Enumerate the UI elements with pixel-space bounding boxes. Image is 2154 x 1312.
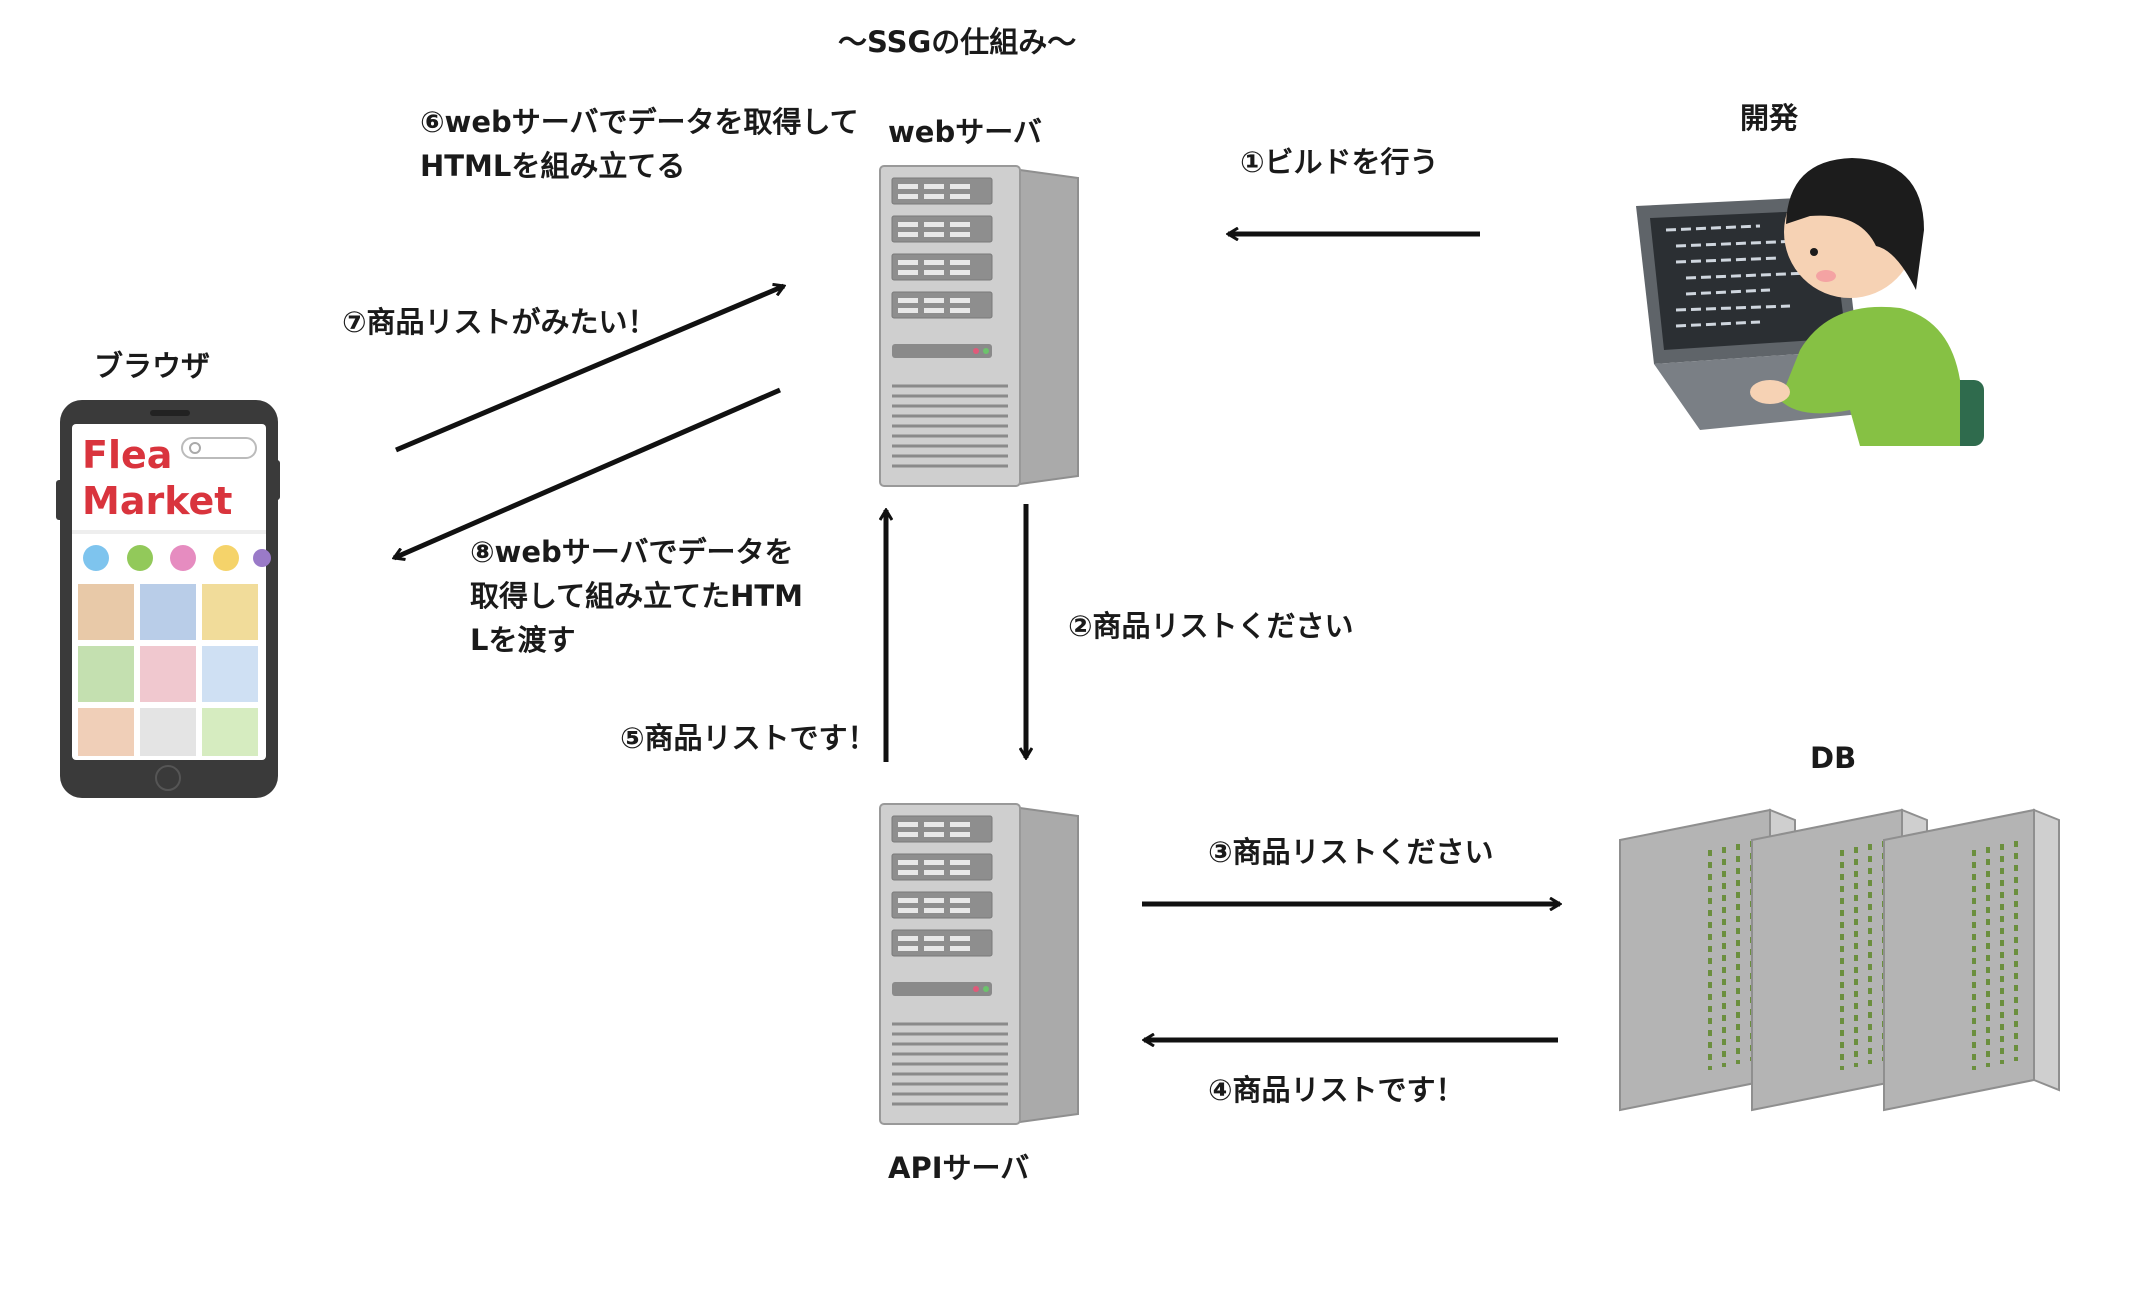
step-8-line-3: Lを渡す (470, 623, 576, 657)
step-2-label: ②商品リストください (1068, 609, 1354, 643)
browser-label: ブラウザ (94, 349, 211, 383)
api-server-icon (878, 802, 1080, 1126)
step-3-label: ③商品リストください (1208, 835, 1494, 869)
step-8-label: ⑧webサーバでデータを 取得して組み立てたHTM Lを渡す (470, 530, 803, 662)
diagram-title: 〜SSGの仕組み〜 (838, 25, 1077, 59)
developer-label: 開発 (1740, 101, 1799, 135)
developer-icon (1636, 158, 1984, 446)
arrow-step-7 (395, 286, 784, 453)
step-8-line-2: 取得して組み立てたHTM (470, 579, 804, 613)
web-server-icon (878, 164, 1080, 488)
web-server-label: webサーバ (888, 115, 1042, 149)
api-server-label: APIサーバ (888, 1151, 1030, 1185)
step-8-line-1: ⑧webサーバでデータを (470, 535, 794, 569)
db-label: DB (1810, 741, 1857, 775)
step-5-label: ⑤商品リストです！ (620, 721, 877, 755)
smartphone-icon: Flea Market (56, 400, 280, 798)
step-6-line-2: HTMLを組み立てる (420, 149, 686, 183)
step-1-label: ①ビルドを行う (1240, 145, 1439, 179)
step-7-label: ⑦商品リストがみたい！ (342, 305, 657, 339)
database-icon (1618, 808, 2061, 1112)
arrows (394, 234, 1560, 1040)
app-title-line-2: Market (82, 479, 232, 523)
arrow-step-8 (394, 387, 781, 558)
app-title-line-1: Flea (82, 433, 172, 477)
step-6-line-1: ⑥webサーバでデータを取得して (420, 105, 859, 139)
step-4-label: ④商品リストです！ (1208, 1073, 1465, 1107)
step-6-label: ⑥webサーバでデータを取得して HTMLを組み立てる (420, 100, 859, 188)
